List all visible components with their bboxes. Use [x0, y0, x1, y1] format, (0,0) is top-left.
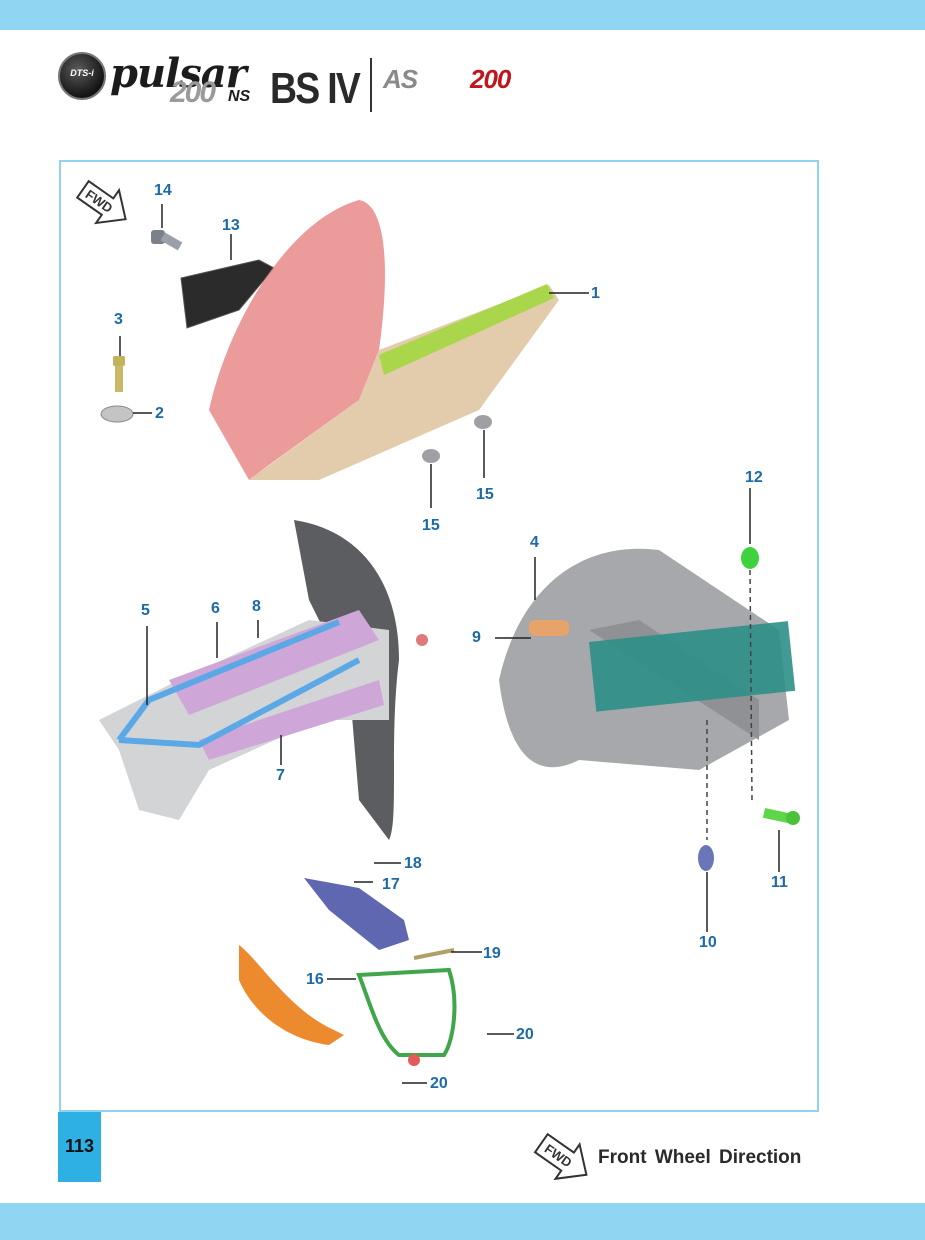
brand-header: DTS-i pulsar 200 NS BS IV AS 200 [58, 50, 558, 115]
callout-15-lower: 15 [422, 517, 440, 534]
part-13-bracket [180, 259, 275, 329]
callout-20-right: 20 [516, 1026, 534, 1043]
callout-17: 17 [382, 876, 400, 893]
callout-14: 14 [154, 182, 172, 199]
pulsar-logo-text: pulsar [110, 50, 247, 97]
dtsi-badge-logo: DTS-i [58, 52, 106, 100]
front-fender-right [499, 548, 796, 770]
top-band [0, 0, 925, 30]
callout-19: 19 [483, 945, 501, 962]
emission-standard: BS IV [270, 64, 361, 113]
lower-cover-parts [239, 878, 457, 1066]
callout-8: 8 [252, 598, 261, 615]
as-model-text: 200 [470, 64, 511, 94]
callout-7: 7 [276, 767, 285, 784]
ns-logo-text: NS [228, 88, 251, 105]
callout-10: 10 [699, 934, 717, 951]
callout-5: 5 [141, 602, 150, 619]
part-3-bolt [113, 356, 125, 392]
part-15-grommet-b [474, 415, 492, 429]
fwd-legend-icon: FWD [533, 1132, 588, 1181]
callout-3: 3 [114, 311, 123, 328]
as-logo-text: AS [383, 64, 418, 94]
part-12-leader-dashed [749, 569, 753, 801]
brand-divider [370, 58, 372, 112]
front-fender-assembly [99, 520, 428, 840]
callout-1: 1 [591, 285, 600, 302]
diagram-frame [59, 160, 819, 1112]
fwd-arrow-icon: FWD [75, 179, 127, 225]
pulsar-model-text: 200 [170, 76, 216, 109]
fwd-legend-text: Front Wheel Direction [598, 1147, 802, 1168]
part-10-washer [698, 845, 714, 871]
part-2-washer [100, 405, 134, 423]
page-number-tab: 113 [58, 1112, 101, 1182]
callout-6: 6 [211, 600, 220, 617]
exploded-parts-diagram: FWD [75, 179, 800, 1084]
callout-12: 12 [745, 469, 763, 486]
callout-15-upper: 15 [476, 486, 494, 503]
part-1-hugger [209, 200, 559, 480]
part-15-grommet-a [422, 449, 440, 463]
leader-lines [119, 204, 780, 1084]
callout-13: 13 [222, 217, 240, 234]
part-12-washer [741, 547, 759, 569]
callout-9: 9 [472, 629, 481, 646]
callout-18: 18 [404, 855, 422, 872]
callout-4: 4 [530, 534, 539, 551]
callout-2: 2 [155, 405, 164, 422]
bottom-band [0, 1203, 925, 1240]
part-14-bolt [151, 230, 183, 251]
part-11-bolt [762, 808, 800, 825]
callout-16: 16 [306, 971, 324, 988]
callout-20-bottom: 20 [430, 1075, 448, 1092]
callout-11: 11 [771, 874, 788, 891]
page-number: 113 [64, 1136, 95, 1156]
